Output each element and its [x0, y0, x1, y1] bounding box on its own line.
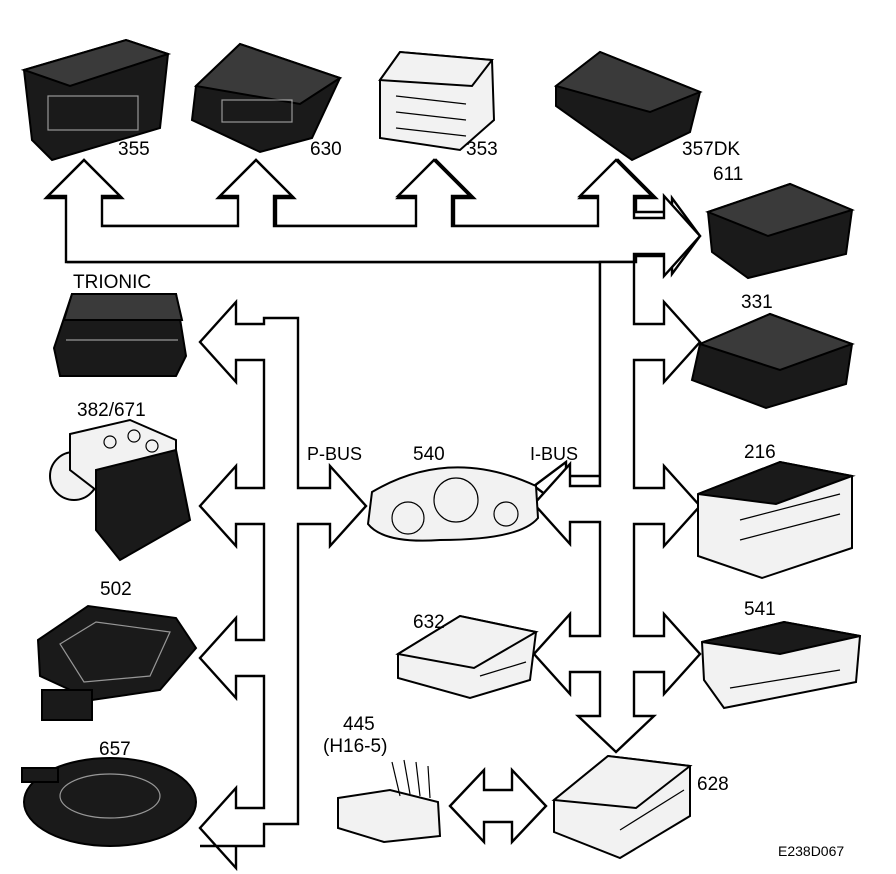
label-353: 353 — [466, 139, 498, 160]
label-382-671: 382/671 — [77, 400, 146, 421]
module-541-unit — [700, 620, 862, 710]
pbus-trunk-path — [198, 298, 368, 872]
label-331: 331 — [741, 292, 773, 313]
label-630: 630 — [310, 139, 342, 160]
module-355-unit — [20, 38, 172, 162]
label-502: 502 — [100, 579, 132, 600]
ibus-bus-system — [45, 158, 702, 280]
ibus-trunk-path — [532, 260, 702, 754]
connector-445-unit — [337, 759, 442, 844]
module-540-unit — [366, 466, 540, 542]
module-628-unit — [551, 754, 693, 860]
label-355: 355 — [118, 139, 150, 160]
module-632-unit — [395, 614, 539, 700]
label-trionic: TRIONIC — [73, 272, 151, 293]
label-ibus: I-BUS — [530, 444, 578, 464]
label-445: 445 — [343, 714, 375, 735]
arrow-445-628 — [448, 766, 548, 846]
module-trionic-unit — [52, 293, 188, 377]
figure-reference: E238D067 — [778, 843, 844, 859]
module-611-unit — [705, 182, 855, 280]
label-632: 632 — [413, 612, 445, 633]
module-331-unit — [690, 312, 855, 410]
label-540: 540 — [413, 444, 445, 465]
ibus-top-bar — [45, 158, 702, 280]
label-541: 541 — [744, 599, 776, 620]
label-357dk: 357DK — [682, 139, 740, 160]
module-502-unit — [36, 604, 198, 721]
label-628: 628 — [697, 774, 729, 795]
label-445-sub: (H16-5) — [323, 736, 387, 757]
module-357dk-unit — [553, 50, 703, 162]
module-353-unit — [378, 50, 496, 152]
label-657: 657 — [99, 739, 131, 760]
module-382-671-unit — [49, 418, 192, 562]
module-657-unit — [21, 757, 197, 847]
label-pbus: P-BUS — [307, 444, 362, 464]
module-216-unit — [697, 460, 856, 580]
module-630-unit — [190, 42, 343, 154]
ibus-right-trunk — [532, 260, 702, 754]
pbus-left-trunk — [198, 298, 368, 872]
label-216: 216 — [744, 442, 776, 463]
label-611: 611 — [713, 164, 743, 185]
